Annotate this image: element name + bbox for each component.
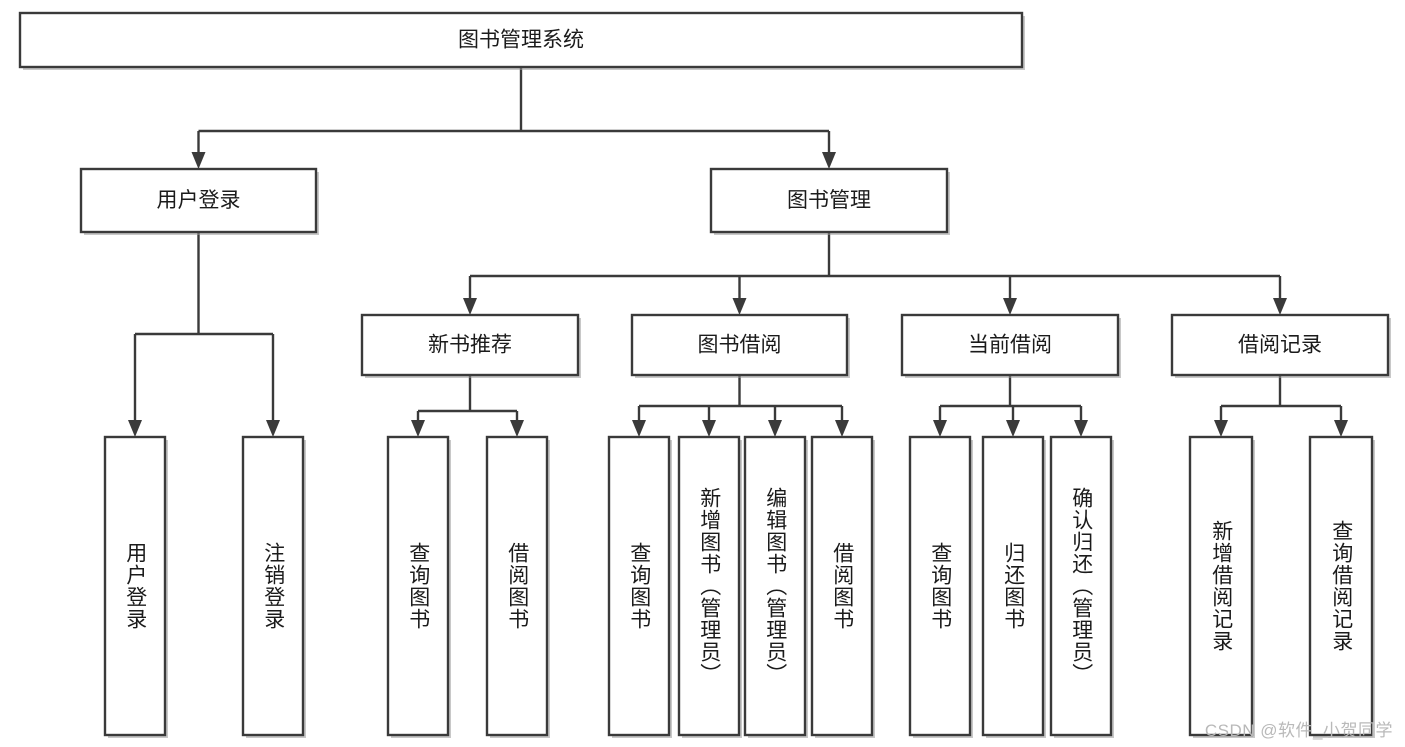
node-level3-3-label: 借阅记录 xyxy=(1238,334,1322,357)
node-leaf-2-label: 查询图书 xyxy=(406,542,430,630)
node-leaf-8[interactable]: 查询图书 xyxy=(908,435,973,738)
node-leaf-9-rect xyxy=(981,435,1045,737)
node-leaf-0-rect xyxy=(103,435,167,737)
borrow-to-leaves-arrow-2 xyxy=(768,420,782,437)
root-to-level2-arrow-0 xyxy=(191,152,206,169)
node-leaf-0-text-wrap: 用户登录 xyxy=(123,542,147,630)
node-leaf-6[interactable]: 编辑图书（管理员） xyxy=(743,435,808,738)
node-level3-0[interactable]: 新书推荐 xyxy=(360,313,581,378)
node-level3-1[interactable]: 图书借阅 xyxy=(630,313,850,378)
node-leaf-7[interactable]: 借阅图书 xyxy=(810,435,875,738)
node-leaf-6-label: 编辑图书（管理员） xyxy=(763,487,787,685)
node-leaf-1[interactable]: 注销登录 xyxy=(241,435,306,738)
book-mgmt-to-level3-arrow-0 xyxy=(463,298,477,315)
node-level2-0-label: 用户登录 xyxy=(157,189,241,212)
node-leaf-3-rect xyxy=(485,435,549,737)
node-root-图书管理系统[interactable]: 图书管理系统 xyxy=(18,11,1025,70)
node-leaf-9[interactable]: 归还图书 xyxy=(981,435,1046,738)
node-leaf-7-rect xyxy=(810,435,874,737)
node-leaf-5-label: 新增图书（管理员） xyxy=(697,487,721,685)
node-level3-2-rect xyxy=(900,313,1120,377)
node-leaf-10-rect xyxy=(1049,435,1113,737)
login-to-leaves-arrow-1 xyxy=(266,420,280,437)
node-leaf-4[interactable]: 查询图书 xyxy=(607,435,672,738)
node-leaf-7-text-wrap: 借阅图书 xyxy=(830,542,854,630)
node-level3-2[interactable]: 当前借阅 xyxy=(900,313,1121,378)
newbook-to-leaves-arrow-1 xyxy=(510,420,524,437)
node-leaf-9-text-wrap: 归还图书 xyxy=(1001,542,1025,630)
current-to-leaves-arrow-0 xyxy=(933,420,947,437)
node-leaf-1-label: 注销登录 xyxy=(261,542,285,630)
node-leaf-11-text-wrap: 新增借阅记录 xyxy=(1209,520,1233,652)
node-level3-3[interactable]: 借阅记录 xyxy=(1170,313,1391,378)
node-leaf-2-text-wrap: 查询图书 xyxy=(406,542,430,630)
borrow-to-leaves-arrow-1 xyxy=(702,420,716,437)
csdn-watermark: CSDN @软件_小贺同学 xyxy=(1204,721,1393,740)
node-level3-2-label: 当前借阅 xyxy=(968,334,1052,357)
node-leaf-10[interactable]: 确认归还（管理员） xyxy=(1049,435,1114,738)
login-to-leaves-arrow-0 xyxy=(128,420,142,437)
node-leaf-12-label: 查询借阅记录 xyxy=(1329,520,1353,652)
record-to-leaves-arrow-1 xyxy=(1334,420,1348,437)
node-level2-1-label: 图书管理 xyxy=(787,189,871,212)
node-leaf-3-label: 借阅图书 xyxy=(505,542,529,630)
node-leaf-2[interactable]: 查询图书 xyxy=(386,435,451,738)
node-leaf-3[interactable]: 借阅图书 xyxy=(485,435,550,738)
node-leaf-8-label: 查询图书 xyxy=(928,542,952,630)
borrow-to-leaves-arrow-3 xyxy=(835,420,849,437)
node-leaf-1-rect xyxy=(241,435,305,737)
node-leaf-0[interactable]: 用户登录 xyxy=(103,435,168,738)
node-root-图书管理系统-rect xyxy=(18,11,1024,69)
book-mgmt-to-level3-arrow-3 xyxy=(1273,298,1287,315)
borrow-to-leaves-arrow-0 xyxy=(632,420,646,437)
current-to-leaves-arrow-2 xyxy=(1074,420,1088,437)
node-leaf-2-rect xyxy=(386,435,450,737)
node-leaf-4-rect xyxy=(607,435,671,737)
node-leaf-4-text-wrap: 查询图书 xyxy=(627,542,651,630)
node-level3-0-label: 新书推荐 xyxy=(428,334,512,357)
node-leaf-9-label: 归还图书 xyxy=(1001,542,1025,630)
node-root-图书管理系统-label: 图书管理系统 xyxy=(458,29,584,52)
current-to-leaves-arrow-1 xyxy=(1006,420,1020,437)
node-level3-1-label: 图书借阅 xyxy=(698,334,782,357)
connector-layer xyxy=(128,67,1348,437)
node-leaf-12-rect xyxy=(1308,435,1374,737)
root-to-level2-arrow-1 xyxy=(822,152,836,169)
node-leaf-11[interactable]: 新增借阅记录 xyxy=(1188,435,1255,738)
node-leaf-12[interactable]: 查询借阅记录 xyxy=(1308,435,1375,738)
node-leaf-6-text-wrap: 编辑图书（管理员） xyxy=(763,487,787,685)
node-leaf-12-text-wrap: 查询借阅记录 xyxy=(1329,520,1353,652)
node-layer: 图书管理系统用户登录图书管理新书推荐图书借阅当前借阅借阅记录用户登录注销登录查询… xyxy=(18,11,1391,738)
node-level2-0-rect xyxy=(79,167,318,234)
node-leaf-5-rect xyxy=(677,435,741,737)
node-leaf-6-rect xyxy=(743,435,807,737)
node-level2-1[interactable]: 图书管理 xyxy=(709,167,950,235)
node-leaf-11-label: 新增借阅记录 xyxy=(1209,520,1233,652)
node-leaf-8-text-wrap: 查询图书 xyxy=(928,542,952,630)
node-level3-1-rect xyxy=(630,313,849,377)
node-leaf-10-label: 确认归还（管理员） xyxy=(1069,487,1093,685)
record-to-leaves-arrow-0 xyxy=(1214,420,1228,437)
book-mgmt-to-level3-arrow-1 xyxy=(732,298,747,315)
node-leaf-7-label: 借阅图书 xyxy=(830,542,854,630)
book-mgmt-to-level3-arrow-2 xyxy=(1003,298,1017,315)
node-leaf-8-rect xyxy=(908,435,972,737)
node-leaf-10-text-wrap: 确认归还（管理员） xyxy=(1069,487,1093,685)
node-leaf-1-text-wrap: 注销登录 xyxy=(261,542,285,630)
node-leaf-5-text-wrap: 新增图书（管理员） xyxy=(697,487,721,685)
node-level2-1-rect xyxy=(709,167,949,234)
node-leaf-5[interactable]: 新增图书（管理员） xyxy=(677,435,742,738)
node-leaf-3-text-wrap: 借阅图书 xyxy=(505,542,529,630)
node-level3-0-rect xyxy=(360,313,580,377)
node-leaf-4-label: 查询图书 xyxy=(627,542,651,630)
node-leaf-11-rect xyxy=(1188,435,1254,737)
node-level3-3-rect xyxy=(1170,313,1390,377)
newbook-to-leaves-arrow-0 xyxy=(411,420,425,437)
node-level2-0[interactable]: 用户登录 xyxy=(79,167,319,235)
node-leaf-0-label: 用户登录 xyxy=(123,542,147,630)
